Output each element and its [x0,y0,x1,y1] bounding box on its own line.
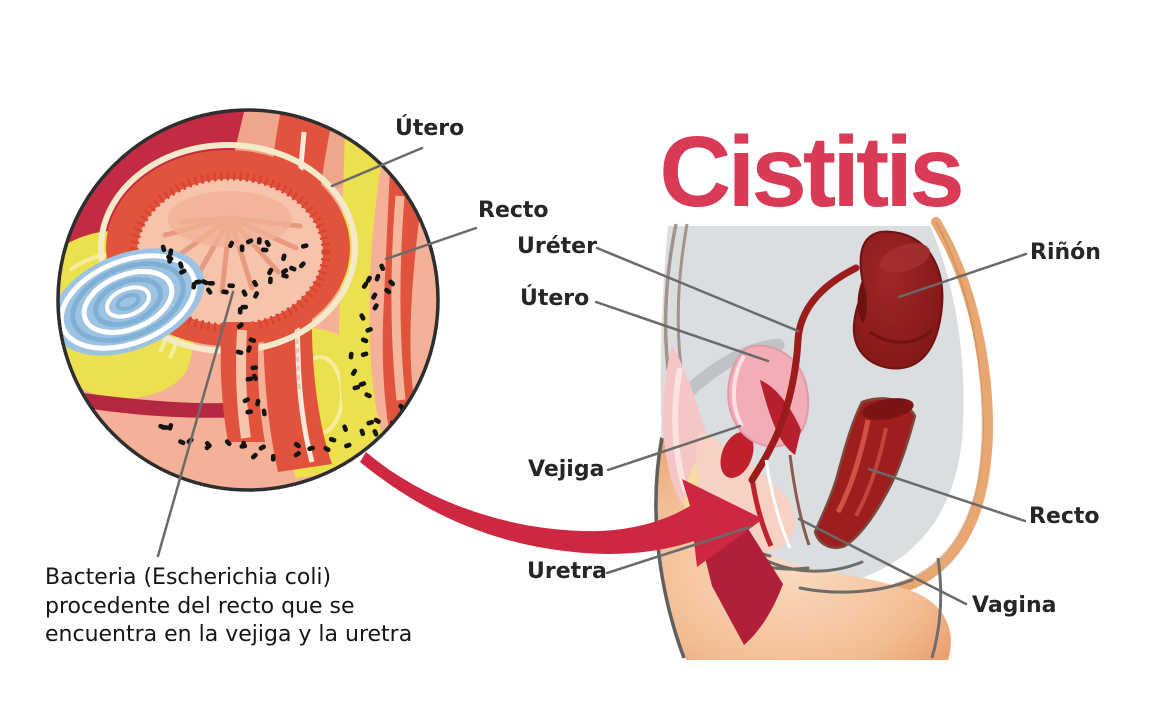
rectum-streak-2 [854,427,888,517]
bladder-inflammation [720,432,754,478]
leader-recto-left [384,226,478,261]
arrow-shadow-wedge [700,519,783,645]
kidney-hilum [857,280,868,324]
kidney-lobe-line [869,328,934,344]
caption-line-3: encuentra en la vejiga y la uretra [45,622,413,647]
leader-vagina [797,517,968,606]
bacteria-dots [158,237,405,462]
arrow-swoosh [360,452,763,567]
back-skin-inner-line [894,221,984,585]
leader-utero-left [330,146,424,188]
caption-line-1: Bacteria (Escherichia coli) [45,565,332,590]
leader-rinon [897,252,1028,299]
blue-spiral [58,248,205,356]
rectum-streak-1 [835,419,871,514]
vagina-canal-line [788,454,811,546]
leader-lines [156,146,1028,606]
inset-bottom-band [60,390,243,418]
label-uretra: Uretra [527,559,607,584]
canal-highlight [764,459,792,549]
label-ureter: Uréter [517,234,597,259]
label-utero: Útero [520,286,590,311]
inset-rectum-wall [382,168,419,444]
back-skin-outline [890,217,993,595]
label-vagina: Vagina [972,593,1057,618]
magnified-inset [56,108,440,492]
caption-line-2: procedente del recto que se [45,593,355,619]
uterus-highlight [731,354,746,427]
inset-bottom-right-patch [392,430,435,470]
buttock-crease-line [930,557,943,659]
urethra-inflamed [749,477,774,548]
label-rinon: Riñón [1030,240,1101,265]
leader-vejiga [606,424,742,472]
leader-bacteria [156,290,235,558]
leader-uretra [605,525,752,575]
label-vejiga: Vejiga [528,457,605,482]
rectum-opening [862,398,914,420]
kidney-highlight [879,243,931,273]
label-recto: Recto [1029,504,1100,529]
leader-ureter [595,246,800,333]
bacteria-caption: Bacteria (Escherichia coli) procedente d… [45,564,412,650]
arrow [360,452,783,645]
leader-recto-right [867,467,1027,523]
ureter-tube [748,264,860,484]
label-utero-inset: Útero [395,116,465,141]
leader-utero-right [594,300,770,363]
rectum-wall-center [391,195,406,401]
page-title: Cistitis [659,116,964,228]
inset-rim [56,108,440,492]
pelvis-side-view [654,217,993,660]
label-recto-inset: Recto [478,198,549,223]
